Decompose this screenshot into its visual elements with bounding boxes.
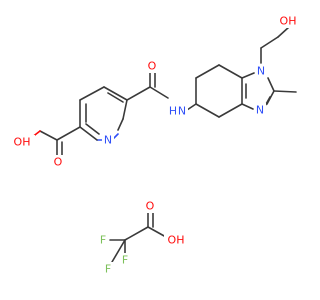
- bond: [85, 123, 100, 135]
- carboxylic-acid-group: [30, 126, 81, 156]
- bond: [122, 99, 128, 120]
- atom-labels: OH O N O H N N N OH F F F O OH: [11, 14, 300, 276]
- atom-label-o-carboxyl: O: [54, 156, 63, 169]
- bond: [126, 86, 151, 101]
- pyridine-ring: [79, 86, 128, 141]
- amide-linker: [126, 71, 197, 113]
- atom-label-nh-amide-n: N: [178, 105, 186, 118]
- bond: [195, 103, 220, 118]
- bond: [39, 130, 58, 141]
- atom-label-n-imidazole-3: N: [256, 104, 264, 117]
- atom-label-n-imidazole-1: N: [257, 65, 265, 78]
- atom-label-f-1: F: [100, 234, 106, 247]
- bond: [277, 26, 290, 38]
- trifluoroacetic-acid: [109, 211, 167, 263]
- bond: [218, 64, 243, 79]
- bond: [241, 72, 255, 79]
- bond: [117, 118, 124, 131]
- bond: [79, 86, 105, 101]
- atom-label-o-amide: O: [148, 60, 157, 73]
- bond: [149, 86, 169, 99]
- bond: [147, 226, 167, 238]
- bond: [241, 103, 254, 110]
- bond: [79, 126, 98, 141]
- atom-label-nh-amide-h: H: [169, 105, 177, 118]
- bond: [103, 86, 128, 101]
- bond: [260, 36, 279, 49]
- bond: [273, 90, 297, 93]
- atom-label-o-tfa: O: [146, 200, 155, 213]
- bond: [195, 64, 220, 79]
- bond: [218, 103, 243, 118]
- bond: [111, 239, 126, 263]
- bond: [267, 77, 275, 92]
- atom-label-f-3: F: [105, 263, 111, 276]
- bond: [124, 226, 149, 241]
- tetrahydrobenzimidazole-ring: [195, 64, 297, 118]
- atom-label-f-2: F: [122, 254, 128, 267]
- atom-label-oh-tfa: OH: [168, 234, 185, 247]
- bond: [107, 92, 124, 103]
- atom-label-oh-ethanol: OH: [280, 15, 297, 28]
- bond: [56, 126, 81, 141]
- atom-label-oh-carboxyl: OH: [14, 136, 31, 149]
- atom-label-n-pyridine: N: [104, 134, 112, 147]
- structure-canvas: OH O N O H N N N OH F F F O OH: [11, 14, 300, 276]
- molecule-drawing: OH O N O H N N N OH F F F O OH: [11, 14, 300, 276]
- hydroxyethyl-chain: [260, 26, 290, 64]
